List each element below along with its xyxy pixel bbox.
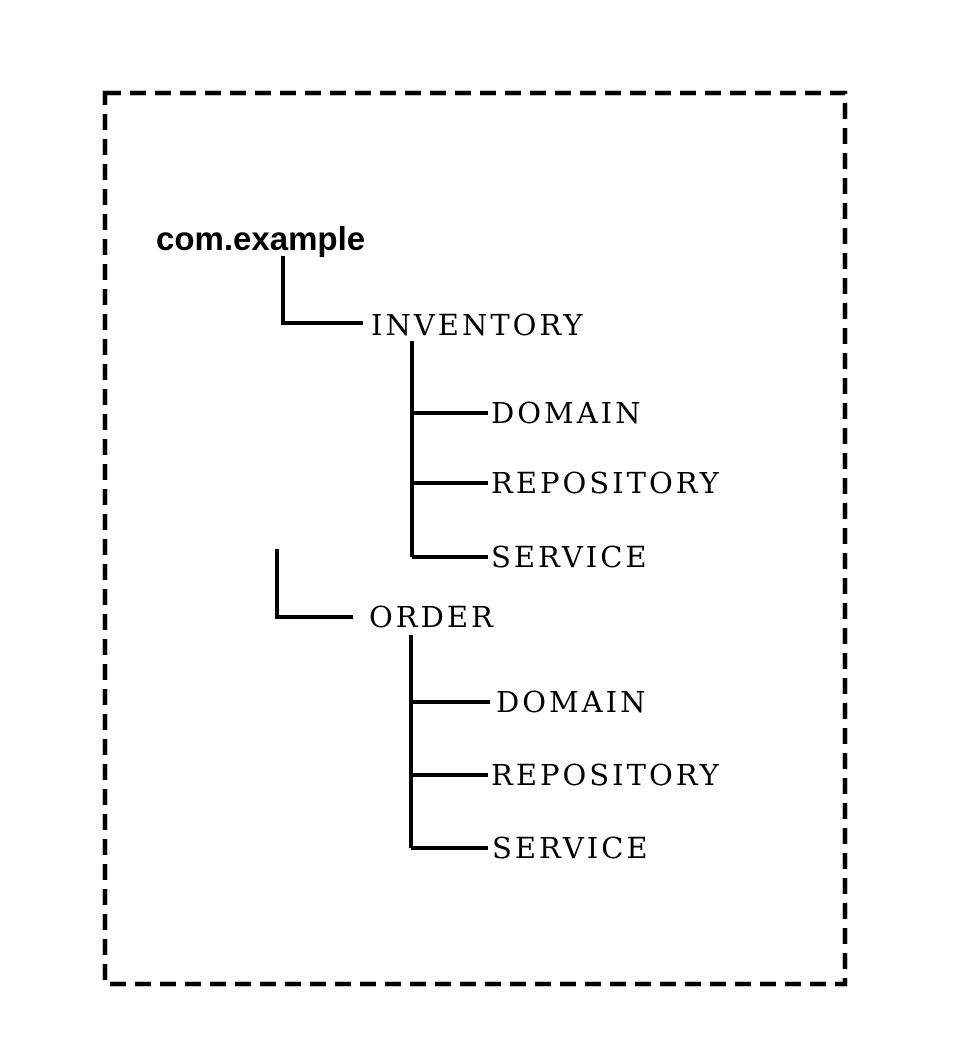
node-inventory-service: SERVICE	[491, 540, 650, 574]
node-root-package: com.example	[156, 220, 366, 257]
node-order-repository: REPOSITORY	[491, 758, 722, 792]
node-inventory-domain: DOMAIN	[491, 396, 644, 430]
node-order: ORDER	[369, 600, 496, 634]
node-inventory: INVENTORY	[371, 308, 586, 342]
connector-root-order	[275, 549, 353, 619]
node-order-service: SERVICE	[492, 831, 651, 865]
connector-root-inventory	[281, 256, 363, 325]
node-order-domain: DOMAIN	[496, 685, 649, 719]
node-inventory-repository: REPOSITORY	[491, 466, 722, 500]
dashed-border	[102, 90, 848, 987]
